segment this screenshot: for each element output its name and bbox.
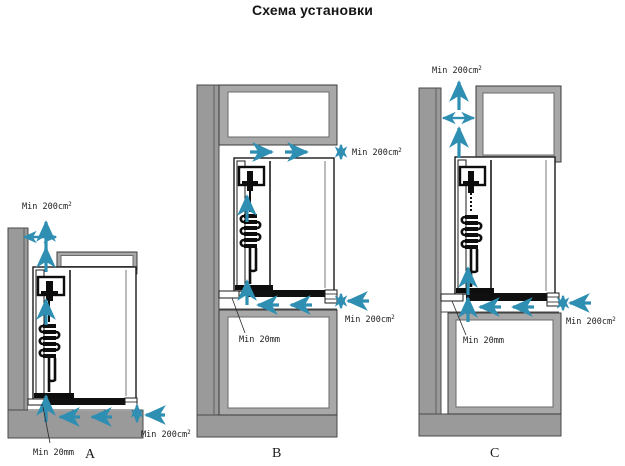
- panel-b-lower-cabinet: [218, 309, 338, 416]
- panel-c-bottom-vent-label: Min 200cm2: [566, 316, 616, 327]
- panel-c-wall: [418, 87, 562, 437]
- panel-b-compressor-icon: [237, 165, 266, 191]
- panel-b-gap-leader: [231, 297, 246, 334]
- panel-b-gap-label: Min 20mm: [239, 335, 280, 345]
- panel-b-appliance: [233, 157, 335, 292]
- panel-c-letter: C: [490, 446, 499, 461]
- panel-b-letter: B: [272, 446, 281, 461]
- panel-a: Min 200cm2 Min 200cm2 Min 20mm A: [7, 201, 191, 462]
- panel-a-bottom-vent-label: Min 200cm2: [141, 429, 191, 440]
- panel-a-appliance: [32, 266, 137, 400]
- panel-a-plinth: [27, 397, 138, 411]
- panel-a-top-vent-label: Min 200cm2: [22, 201, 72, 212]
- panel-c-top-vent-label: Min 200cm2: [432, 65, 482, 76]
- panel-b: Min 200cm2 Min 200cm2 Min 20mm B: [196, 84, 402, 461]
- panel-b-airflow-arrows: [237, 142, 369, 315]
- panel-b-bottom-vent-label: Min 200cm2: [345, 314, 395, 325]
- panel-a-gap-leader: [42, 406, 51, 444]
- panel-c-plinth: [440, 292, 560, 313]
- panel-c-lower-cabinet: [447, 312, 562, 415]
- panel-a-compressor-icon: [36, 275, 66, 301]
- page-title: Схема установки: [251, 2, 374, 18]
- panel-b-upper-cabinet: [218, 84, 338, 146]
- panel-a-airflow-arrows: [22, 220, 166, 427]
- panel-b-wall: [196, 84, 338, 438]
- panel-b-top-vent-label: Min 200cm2: [352, 147, 402, 158]
- panel-c-gap-leader: [451, 300, 467, 336]
- panel-c-upper-cabinet: [475, 85, 562, 163]
- panel-c-appliance: [454, 156, 556, 295]
- panel-c-gap-label: Min 20mm: [463, 336, 504, 346]
- panel-a-gap-label: Min 20mm: [33, 448, 74, 458]
- panel-c-compressor-icon: [458, 165, 487, 193]
- panel-c-airflow-arrows: [441, 80, 591, 322]
- panel-a-letter: A: [85, 447, 96, 462]
- panel-c: Min 200cm2 Min 200cm2 Min 20mm C: [418, 65, 616, 461]
